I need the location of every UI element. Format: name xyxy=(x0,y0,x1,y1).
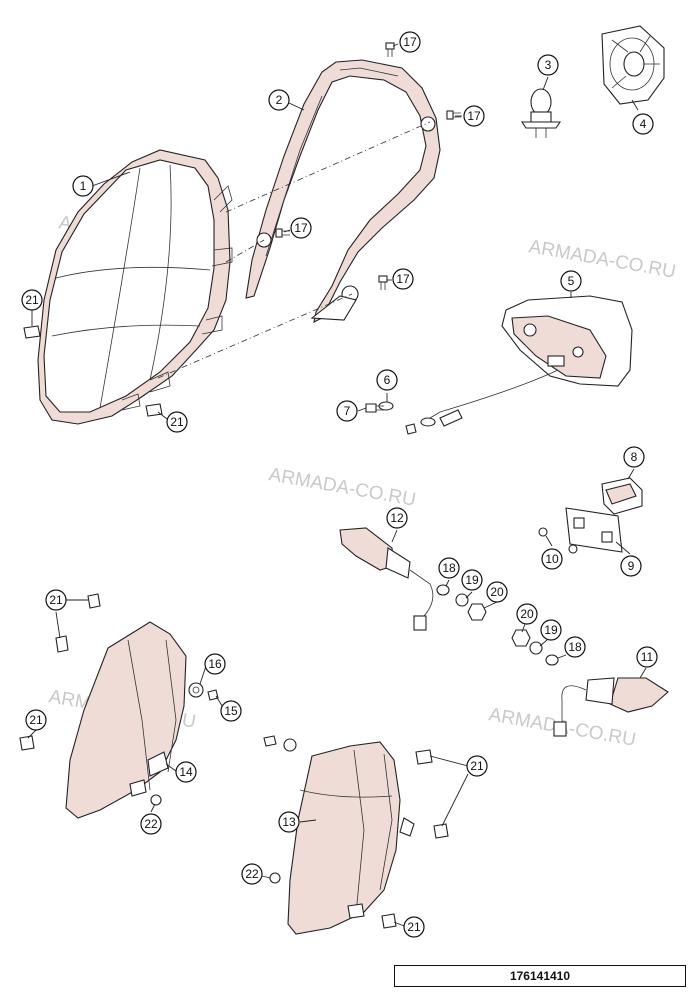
screws-17[interactable] xyxy=(275,42,461,290)
callout-8[interactable]: 8 xyxy=(623,446,645,468)
svg-text:14: 14 xyxy=(179,765,193,779)
callout-19-right[interactable]: 19 xyxy=(540,619,562,641)
svg-text:2: 2 xyxy=(276,93,283,107)
callout-22-left[interactable]: 22 xyxy=(140,813,162,835)
svg-text:19: 19 xyxy=(465,573,479,587)
callout-21-headlight[interactable]: 21 xyxy=(166,411,188,433)
svg-text:15: 15 xyxy=(224,704,238,718)
callout-14[interactable]: 14 xyxy=(175,761,197,783)
callout-17-right[interactable]: 17 xyxy=(463,105,485,127)
callout-18-right[interactable]: 18 xyxy=(564,636,586,658)
svg-text:19: 19 xyxy=(544,623,558,637)
callout-19-left[interactable]: 19 xyxy=(461,569,483,591)
alignment-lines xyxy=(157,121,431,379)
svg-text:4: 4 xyxy=(640,117,647,131)
headlight-bulb-part[interactable] xyxy=(520,88,562,138)
callout-5[interactable]: 5 xyxy=(560,270,582,292)
svg-text:17: 17 xyxy=(294,221,308,235)
svg-text:21: 21 xyxy=(170,415,184,429)
side-light-left-part[interactable] xyxy=(65,621,187,819)
callout-4[interactable]: 4 xyxy=(632,113,654,135)
washer-6-and-screw-7[interactable] xyxy=(365,401,463,435)
reference-number: 176141410 xyxy=(509,969,571,983)
svg-text:6: 6 xyxy=(384,373,391,387)
signal-hardware-left[interactable] xyxy=(436,584,487,621)
svg-text:5: 5 xyxy=(568,274,575,288)
svg-text:17: 17 xyxy=(403,35,417,49)
turn-signal-left-part[interactable] xyxy=(339,527,434,631)
callout-20-right[interactable]: 20 xyxy=(516,603,538,625)
callout-17-lower[interactable]: 17 xyxy=(392,268,414,290)
side-light-right-part[interactable] xyxy=(287,741,415,935)
svg-text:20: 20 xyxy=(490,585,504,599)
svg-text:21: 21 xyxy=(407,920,421,934)
turn-signal-right-part[interactable] xyxy=(553,677,669,737)
svg-text:8: 8 xyxy=(631,450,638,464)
callout-12[interactable]: 12 xyxy=(386,507,408,529)
callout-11[interactable]: 11 xyxy=(636,646,658,668)
callout-7[interactable]: 7 xyxy=(336,400,358,422)
callout-17-top[interactable]: 17 xyxy=(399,31,421,53)
callout-1[interactable]: 1 xyxy=(72,175,94,197)
svg-text:17: 17 xyxy=(467,109,481,123)
svg-text:18: 18 xyxy=(442,561,456,575)
bulb-cover-part[interactable] xyxy=(601,25,665,105)
svg-text:21: 21 xyxy=(29,713,43,727)
nuts-10[interactable] xyxy=(538,527,578,554)
callout-10[interactable]: 10 xyxy=(541,548,563,570)
callout-21-top-left[interactable]: 21 xyxy=(21,289,43,311)
svg-text:3: 3 xyxy=(545,58,552,72)
callout-21-left-lower[interactable]: 21 xyxy=(25,709,47,731)
svg-text:21: 21 xyxy=(25,293,39,307)
callout-21-left-upper[interactable]: 21 xyxy=(45,589,67,611)
svg-text:7: 7 xyxy=(344,404,351,418)
svg-text:10: 10 xyxy=(545,552,559,566)
svg-text:17: 17 xyxy=(396,272,410,286)
callout-9[interactable]: 9 xyxy=(620,555,642,577)
headlight-frame-part[interactable] xyxy=(245,59,441,323)
watermark-2: ARMADA-CO.RU xyxy=(527,236,677,283)
callout-15[interactable]: 15 xyxy=(220,700,242,722)
svg-text:9: 9 xyxy=(628,559,635,573)
screws-22[interactable] xyxy=(150,794,281,884)
callouts: 1 2 3 4 5 6 7 8 9 10 11 12 13 14 15 16 1… xyxy=(21,31,658,938)
svg-text:22: 22 xyxy=(144,817,158,831)
grommet-16-and-screw-15[interactable] xyxy=(188,682,297,752)
callout-18-left[interactable]: 18 xyxy=(438,557,460,579)
callout-20-left[interactable]: 20 xyxy=(486,581,508,603)
svg-text:21: 21 xyxy=(49,593,63,607)
license-plate-light-part[interactable] xyxy=(601,477,643,515)
svg-text:20: 20 xyxy=(520,607,534,621)
svg-text:18: 18 xyxy=(568,640,582,654)
leader-lines xyxy=(27,43,647,927)
svg-text:11: 11 xyxy=(641,650,654,664)
reference-number-box: 176141410 xyxy=(394,965,686,987)
svg-text:12: 12 xyxy=(390,511,404,525)
callout-17-middle[interactable]: 17 xyxy=(290,217,312,239)
svg-text:1: 1 xyxy=(80,179,87,193)
svg-text:22: 22 xyxy=(245,867,259,881)
clips-21[interactable] xyxy=(19,325,449,929)
callout-13[interactable]: 13 xyxy=(278,811,300,833)
callout-2[interactable]: 2 xyxy=(268,89,290,111)
license-plate-lens-part[interactable] xyxy=(565,507,623,553)
svg-text:16: 16 xyxy=(208,657,222,671)
svg-text:13: 13 xyxy=(282,815,296,829)
position-light-housing-part[interactable] xyxy=(429,295,633,419)
callout-3[interactable]: 3 xyxy=(537,54,559,76)
callout-6[interactable]: 6 xyxy=(376,369,398,391)
svg-text:21: 21 xyxy=(470,759,484,773)
callout-22-right[interactable]: 22 xyxy=(241,863,263,885)
callout-21-bottom[interactable]: 21 xyxy=(403,916,425,938)
watermark-3: ARMADA-CO.RU xyxy=(267,464,417,511)
callout-16[interactable]: 16 xyxy=(204,653,226,675)
headlight-lens-part[interactable] xyxy=(37,149,233,425)
signal-hardware-right[interactable] xyxy=(511,629,559,666)
callout-21-right[interactable]: 21 xyxy=(466,755,488,777)
